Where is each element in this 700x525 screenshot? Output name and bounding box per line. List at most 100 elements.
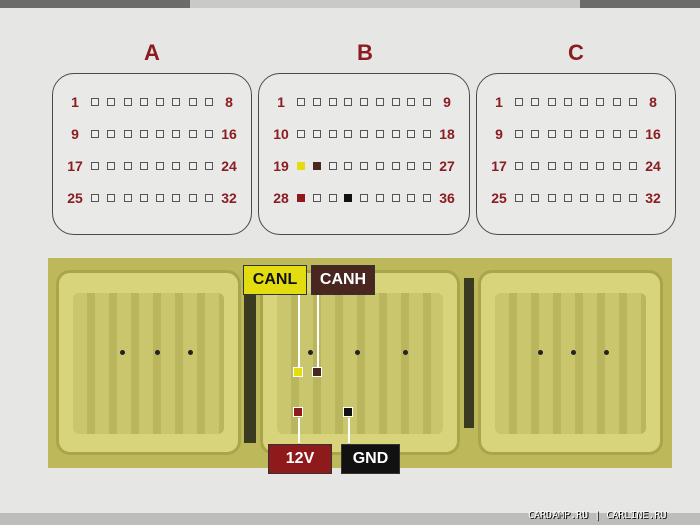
pin-b-3 [328, 98, 337, 106]
pin-b-28 [297, 194, 305, 202]
pin-b-16 [391, 130, 400, 138]
row-start-number: 9 [495, 126, 503, 142]
pin-b-4 [344, 98, 353, 106]
pin-c-4 [563, 98, 572, 106]
pin-b-14 [360, 130, 368, 138]
pin-b-26 [407, 162, 416, 170]
row-end-number: 8 [225, 94, 233, 110]
pin-a-32 [204, 194, 213, 202]
pin-a-11 [123, 130, 132, 138]
connector-photo [48, 258, 672, 468]
pin-a-4 [139, 98, 148, 106]
connector-b-photo [260, 270, 460, 455]
top-bar [0, 0, 700, 8]
pin-a-1 [91, 98, 99, 106]
pin-b-17 [407, 130, 416, 138]
pin-a-21 [156, 162, 165, 170]
pin-a-16 [204, 130, 213, 138]
row-end-number: 16 [645, 126, 661, 142]
pin-a-8 [204, 98, 213, 106]
pin-a-6 [172, 98, 181, 106]
pin-b-31 [344, 194, 353, 202]
pin-b-34 [391, 194, 400, 202]
pin-c-2 [531, 98, 540, 106]
pin-a-20 [139, 162, 148, 170]
pin-b-2 [312, 98, 321, 106]
row-end-number: 16 [221, 126, 237, 142]
pin-b-27 [423, 162, 431, 170]
pin-a-30 [172, 194, 181, 202]
pin-b-35 [407, 194, 416, 202]
pin-a-10 [107, 130, 116, 138]
pin-b-9 [423, 98, 431, 106]
pin-b-6 [375, 98, 384, 106]
pin-c-22 [596, 162, 605, 170]
canh-label: CANH [311, 265, 375, 295]
pin-b-12 [328, 130, 337, 138]
pin-c-7 [612, 98, 621, 106]
pin-c-8 [628, 98, 637, 106]
pin-b-33 [375, 194, 384, 202]
canl-pin-marker [293, 367, 303, 377]
pin-c-14 [596, 130, 605, 138]
pin-b-8 [407, 98, 416, 106]
canh-pin-marker [312, 367, 322, 377]
pin-a-2 [107, 98, 116, 106]
pin-a-19 [123, 162, 132, 170]
pin-b-23 [360, 162, 368, 170]
pin-c-20 [563, 162, 572, 170]
pin-c-16 [628, 130, 637, 138]
12v-label: 12V [268, 444, 332, 474]
pin-b-18 [423, 130, 431, 138]
pin-c-30 [596, 194, 605, 202]
pin-c-3 [547, 98, 556, 106]
row-end-number: 24 [645, 158, 661, 174]
row-end-number: 9 [443, 94, 451, 110]
row-start-number: 28 [273, 190, 289, 206]
pin-a-29 [156, 194, 165, 202]
row-start-number: 1 [495, 94, 503, 110]
pin-a-22 [172, 162, 181, 170]
watermark: CARDAMP.RU | CARLINE.RU [528, 510, 667, 521]
pin-c-31 [612, 194, 621, 202]
pin-a-9 [91, 130, 99, 138]
row-end-number: 36 [439, 190, 455, 206]
pin-b-25 [391, 162, 400, 170]
pin-c-26 [531, 194, 540, 202]
pin-a-5 [156, 98, 165, 106]
pin-a-18 [107, 162, 116, 170]
pin-b-11 [312, 130, 321, 138]
pin-b-13 [344, 130, 353, 138]
pin-b-30 [328, 194, 337, 202]
row-end-number: 32 [645, 190, 661, 206]
pin-c-6 [596, 98, 605, 106]
pin-a-17 [91, 162, 99, 170]
pin-a-7 [188, 98, 197, 106]
row-end-number: 32 [221, 190, 237, 206]
12v-pin-marker [293, 407, 303, 417]
pin-c-17 [515, 162, 523, 170]
row-start-number: 25 [491, 190, 507, 206]
row-start-number: 1 [71, 94, 79, 110]
row-end-number: 24 [221, 158, 237, 174]
pin-b-15 [375, 130, 384, 138]
pin-c-21 [580, 162, 589, 170]
pin-c-32 [628, 194, 637, 202]
pin-b-1 [297, 98, 305, 106]
row-start-number: 9 [71, 126, 79, 142]
bottom-bar [0, 513, 700, 525]
pin-c-15 [612, 130, 621, 138]
pin-b-24 [375, 162, 384, 170]
pin-c-10 [531, 130, 540, 138]
connector-c-photo [478, 270, 663, 455]
connector-b-title: B [357, 40, 373, 65]
row-start-number: 1 [277, 94, 285, 110]
pin-a-13 [156, 130, 165, 138]
